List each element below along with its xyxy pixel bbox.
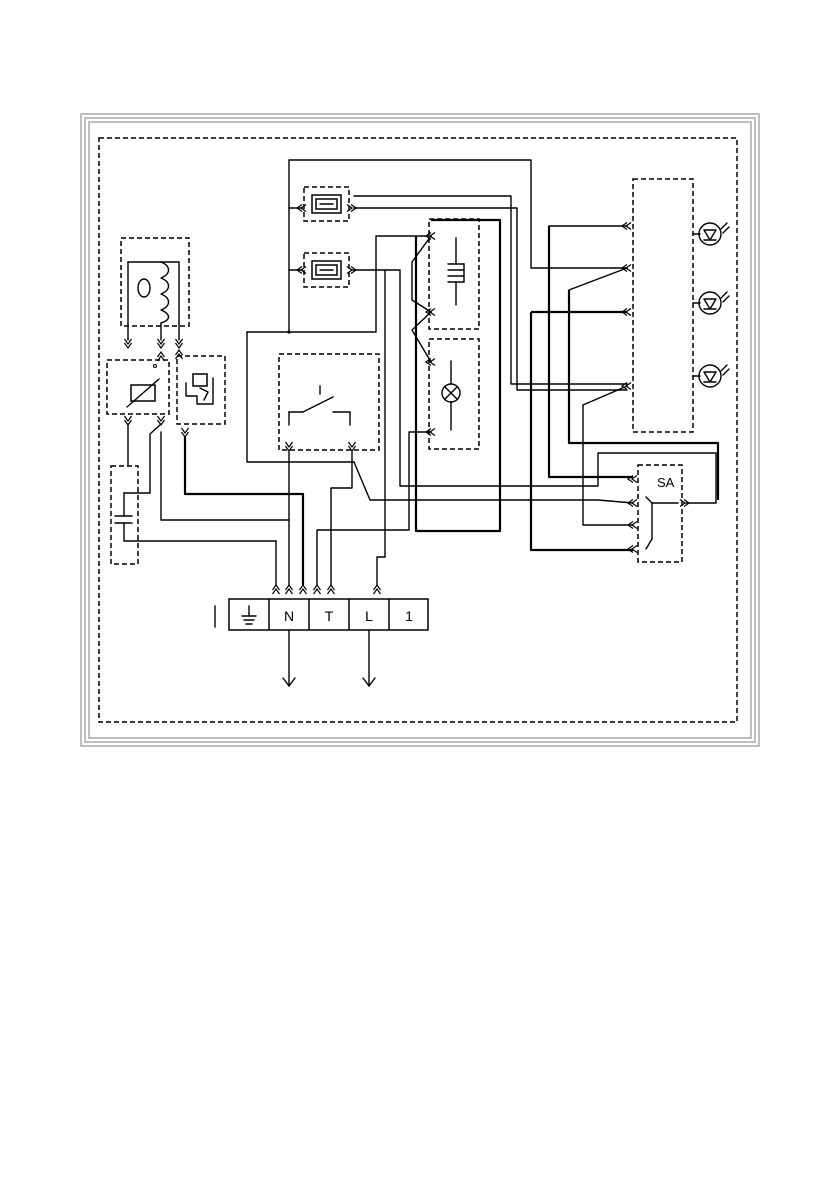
appliance-boundary <box>99 138 737 722</box>
indicator-board <box>633 179 693 432</box>
led-indicator-icon <box>693 365 729 387</box>
lamp-icon <box>429 339 479 449</box>
ground-icon <box>242 606 256 624</box>
push-switch-icon <box>429 219 479 329</box>
door-switch-icon <box>279 354 379 450</box>
terminal-block: N T L 1 <box>215 599 428 630</box>
fan-motor-icon <box>121 238 189 340</box>
output-arrow-icon <box>363 630 375 686</box>
heater-fuse-icon <box>304 187 349 221</box>
thermostat-icon <box>107 360 169 414</box>
capacitor-icon <box>111 466 276 564</box>
terminal-label-n: N <box>284 608 294 624</box>
terminal-label-l: L <box>365 608 373 624</box>
switch-assembly-label: SA <box>657 475 675 490</box>
led-indicator-icon <box>693 223 729 245</box>
output-arrow-icon <box>283 630 295 686</box>
heater-fuse-icon <box>304 253 349 287</box>
terminal-label-t: T <box>325 608 334 624</box>
thermal-switch-icon <box>177 356 225 424</box>
led-indicator-icon <box>693 292 729 314</box>
terminal-label-1: 1 <box>405 608 413 624</box>
selector-switch-icon: SA <box>638 465 682 562</box>
